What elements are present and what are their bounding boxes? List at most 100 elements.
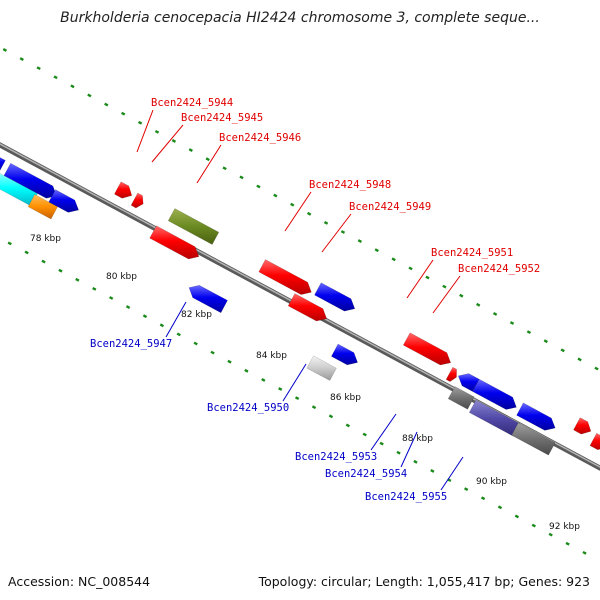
gene-arrow (114, 181, 133, 199)
ruler-dot (222, 166, 227, 171)
gene-arrow (589, 432, 600, 451)
outer-ruler-dots (2, 48, 599, 371)
ruler-dot (560, 348, 565, 353)
ruler-dot (480, 496, 486, 501)
ruler-tick-label: 80 kbp (106, 272, 137, 282)
ruler-dot (24, 250, 29, 255)
leader-line (151, 124, 184, 163)
ruler-dot (58, 268, 63, 273)
ruler-dot (413, 459, 418, 464)
leader-line (321, 213, 352, 253)
ruler-dot (492, 311, 498, 316)
ruler-dot (92, 286, 97, 291)
gene-arrow (258, 259, 312, 295)
ruler-dot (526, 330, 532, 335)
ruler-dot (261, 377, 266, 382)
ruler-dot (125, 305, 131, 309)
ruler-dot (244, 368, 249, 373)
ruler-dot (340, 230, 346, 234)
leader-line (400, 431, 418, 468)
leader-line (440, 456, 464, 491)
gene-label: Bcen2424_5954 (325, 468, 407, 480)
ruler-tick-labels: 78 kbp 80 kbp 82 kbp 84 kbp 86 kbp 88 kbp 90 k… (30, 234, 580, 532)
ruler-dot (531, 523, 536, 528)
ruler-tick-label: 84 kbp (256, 351, 287, 361)
ruler-dot (273, 193, 278, 198)
gene-arrow (472, 378, 517, 410)
ruler-tick-label: 90 kbp (476, 477, 507, 487)
ruler-dot (464, 487, 469, 492)
ruler-dot (188, 148, 193, 152)
gene-label: Bcen2424_5952 (458, 263, 540, 275)
ruler-dot (362, 432, 367, 437)
gene-arrow (188, 285, 228, 314)
gene-label: Bcen2424_5948 (309, 179, 391, 191)
ruler-dot (294, 396, 300, 401)
ruler-dot (328, 414, 334, 419)
gene-arrow (306, 355, 337, 381)
ruler-dot (514, 514, 520, 519)
gene-arrow (149, 225, 200, 260)
ruler-dot (227, 359, 232, 364)
ruler-dot (36, 66, 41, 71)
gene-arrow (457, 373, 480, 392)
ruler-dot (577, 357, 582, 362)
gene-arrow (130, 192, 144, 209)
leader-line (165, 301, 187, 338)
ruler-dot (509, 321, 515, 325)
gene-label: Bcen2424_5953 (295, 451, 377, 463)
ruler-dot (2, 48, 8, 52)
ruler-tick-label: 82 kbp (181, 310, 212, 320)
ruler-dot (442, 284, 447, 289)
ruler-dot (53, 75, 58, 80)
ruler-dot (396, 450, 401, 455)
ruler-dot (565, 541, 570, 546)
leader-line (136, 109, 154, 153)
ruler-tick-label: 86 kbp (330, 393, 361, 403)
gene-arrow (573, 417, 592, 435)
gene-label: Bcen2424_5946 (219, 132, 301, 144)
ruler-tick-label: 78 kbp (30, 234, 61, 244)
gene-arrow (0, 157, 6, 171)
ruler-dot (171, 139, 177, 143)
ruler-dot (543, 339, 548, 344)
ruler-tick-label: 92 kbp (549, 522, 580, 532)
gene-arrow (167, 208, 220, 245)
gene-arrow (331, 343, 358, 366)
gene-arrow (447, 386, 475, 410)
gene-label: Bcen2424_5949 (349, 201, 431, 213)
gene-label: Bcen2424_5944 (151, 97, 233, 109)
ruler-tick-label: 88 kbp (402, 434, 433, 444)
ruler-dot (408, 266, 413, 271)
ruler-dot (311, 405, 317, 410)
ruler-dot (70, 84, 75, 89)
ruler-dot (323, 220, 329, 225)
label-leader-lines (136, 109, 464, 491)
map-title: Burkholderia cenocepacia HI2424 chromoso… (60, 10, 540, 26)
leader-line (196, 144, 222, 184)
gene-label: Bcen2424_5950 (207, 402, 289, 414)
ruler-dot (239, 175, 244, 180)
ruler-dot (306, 211, 312, 216)
leader-line (432, 275, 461, 314)
gene-label: Bcen2424_5947 (90, 338, 172, 350)
gene-label: Bcen2424_5955 (365, 491, 447, 503)
topology-text: Topology: circular; Length: 1,055,417 bp… (258, 574, 590, 589)
ruler-dot (19, 57, 24, 61)
gene-arrow (511, 422, 556, 456)
ruler-dot (357, 239, 363, 243)
ruler-dot (379, 441, 384, 446)
ruler-dot (7, 241, 12, 246)
gene-label: Bcen2424_5951 (431, 247, 513, 259)
ruler-dot (374, 248, 379, 253)
ruler-dot (290, 202, 295, 207)
ruler-dot (391, 257, 396, 262)
ruler-dot (154, 129, 160, 134)
gene-arrow (48, 189, 79, 213)
gene-labels: Bcen2424_5944Bcen2424_5945Bcen2424_5946B… (90, 97, 540, 503)
ruler-dot (594, 366, 599, 371)
ruler-dot (41, 259, 46, 264)
gene-label: Bcen2424_5945 (181, 112, 263, 124)
inner-ruler-dots (7, 241, 587, 555)
